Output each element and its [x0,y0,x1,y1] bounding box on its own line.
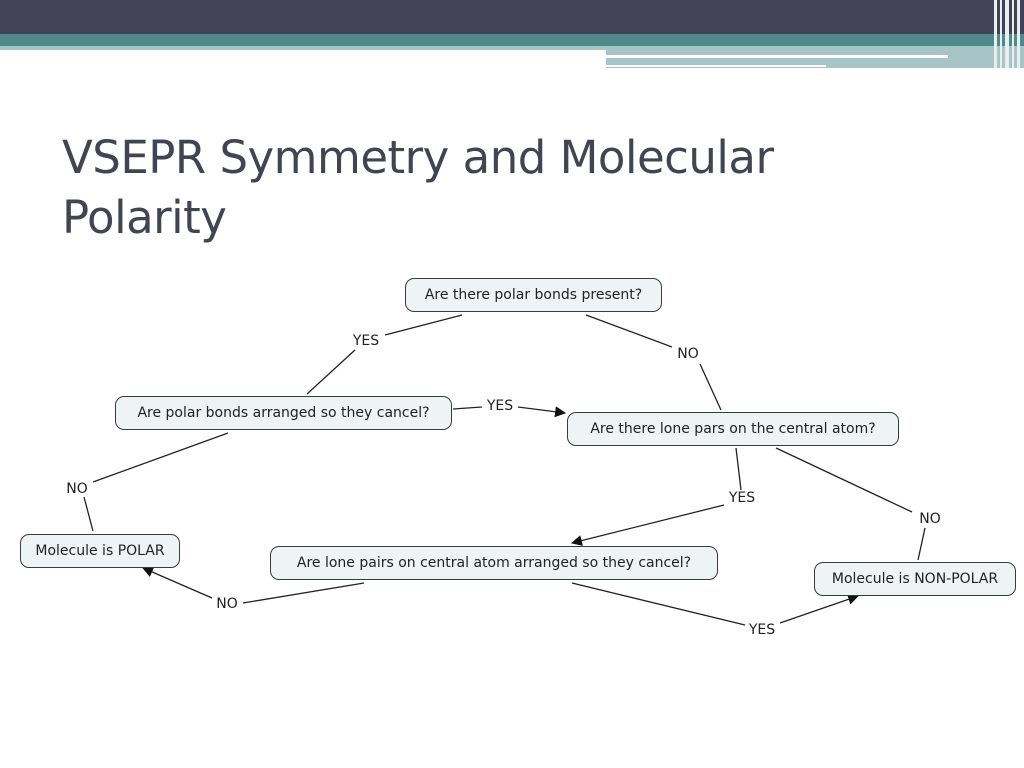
link-polar-bonds-to-no [585,314,673,348]
node-polar-bonds-cancel: Are polar bonds arranged so they cancel? [115,396,452,430]
header-band-right-line-2 [606,65,826,67]
header-band-dark [0,0,1024,34]
link-yes-to-nonpolar [779,594,860,624]
slide-title-line-1: VSEPR Symmetry and Molecular [62,131,774,184]
link-cancel-to-yes [452,406,483,410]
link-yes-to-lone-pairs [517,406,567,418]
header-band-right-line [606,55,948,58]
label-no-bottom-left: NO [214,596,240,612]
slide-title-line-2: Polarity [62,191,227,244]
label-yes-top-left: YES [350,333,382,349]
link-no-to-polar [83,496,94,532]
link-yes-to-lone-cancel [570,504,725,546]
link-cancel-to-no [92,432,229,483]
label-yes-bottom-right: YES [746,622,778,638]
link-lone-cancel-to-yes [571,582,746,626]
link-no-to-lone-pairs [699,363,722,411]
link-no-to-nonpolar [917,527,926,561]
node-lone-pairs-central: Are there lone pars on the central atom? [567,412,899,446]
link-no-to-polar-arrow [141,566,213,599]
header-band-teal [0,34,1024,46]
node-molecule-nonpolar: Molecule is NON-POLAR [814,562,1016,596]
link-lone-cancel-to-no [242,582,365,604]
link-yes-to-cancel [306,349,356,395]
header-band-light [0,46,1024,50]
label-yes-right-down: YES [726,490,758,506]
label-no-right: NO [917,511,943,527]
link-polar-bonds-to-yes [384,314,463,336]
node-lone-pairs-cancel: Are lone pairs on central atom arranged … [270,546,718,580]
node-molecule-polar: Molecule is POLAR [20,534,180,568]
slide-title: VSEPR Symmetry and Molecular Polarity [62,128,962,248]
label-no-top-right: NO [675,346,701,362]
label-yes-middle: YES [484,398,516,414]
link-lone-pairs-to-no [775,447,913,513]
label-no-left: NO [64,481,90,497]
node-polar-bonds-present: Are there polar bonds present? [405,278,662,312]
link-lone-pairs-to-yes [735,447,742,491]
header-decorative-stripes [994,0,1024,68]
